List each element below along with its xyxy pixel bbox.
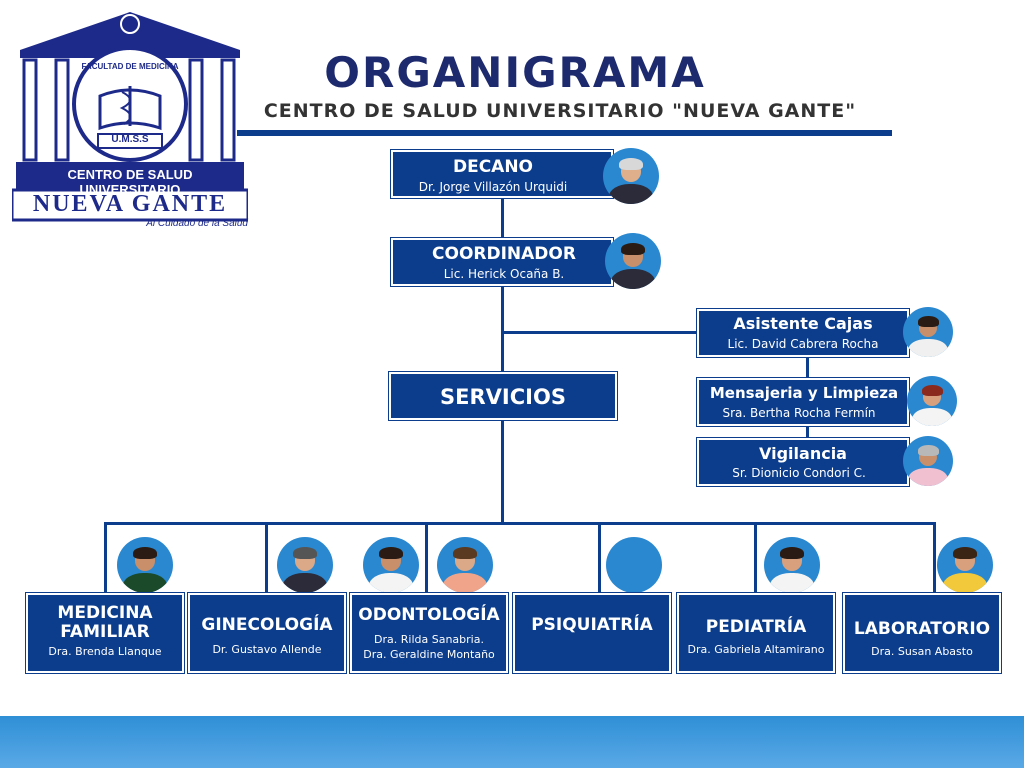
service-title: PEDIATRÍA bbox=[705, 617, 807, 637]
service-name: Dr. Gustavo Allende bbox=[212, 643, 322, 656]
page-title: ORGANIGRAMA bbox=[324, 48, 706, 97]
connector-line bbox=[501, 196, 504, 524]
header-rule bbox=[237, 130, 892, 136]
mensajeria-title: Mensajeria y Limpieza bbox=[709, 384, 899, 402]
vigilancia-name: Sr. Dionicio Condori C. bbox=[732, 466, 866, 480]
service-title: PSIQUIATRÍA bbox=[531, 615, 653, 635]
vigilancia-avatar bbox=[903, 436, 953, 486]
medicina-familiar-avatar bbox=[117, 537, 173, 593]
connector-line bbox=[502, 331, 702, 334]
decano-node: DECANO Dr. Jorge Villazón Urquidi bbox=[390, 149, 614, 199]
connector-line bbox=[104, 522, 936, 525]
service-name: Dra. Brenda Llanque bbox=[48, 645, 162, 658]
service-odontologia: ODONTOLOGÍA Dra. Rilda Sanabria. Dra. Ge… bbox=[349, 592, 509, 674]
coordinador-title: COORDINADOR bbox=[432, 244, 576, 264]
laboratorio-avatar bbox=[937, 537, 993, 593]
logo-arc-text: FACULTAD DE MEDICINA bbox=[81, 62, 179, 71]
psiquiatria-avatar bbox=[606, 537, 662, 593]
coordinador-name: Lic. Herick Ocaña B. bbox=[443, 267, 565, 281]
service-medicina-familiar: MEDICINA FAMILIAR Dra. Brenda Llanque bbox=[25, 592, 185, 674]
logo-line1: CENTRO DE SALUD UNIVERSITARIO bbox=[67, 167, 193, 197]
asistente-name: Lic. David Cabrera Rocha bbox=[727, 337, 879, 351]
vigilancia-node: Vigilancia Sr. Dionicio Condori C. bbox=[696, 437, 910, 487]
coordinador-avatar bbox=[605, 233, 661, 289]
decano-title: DECANO bbox=[452, 157, 534, 177]
service-title: ODONTOLOGÍA bbox=[358, 605, 500, 625]
connector-line bbox=[265, 522, 268, 596]
service-ginecologia: GINECOLOGÍA Dr. Gustavo Allende bbox=[187, 592, 347, 674]
connector-line bbox=[425, 522, 428, 596]
service-name: Dra. Gabriela Altamirano bbox=[687, 643, 825, 656]
ginecologia-avatar bbox=[277, 537, 333, 593]
asistente-title: Asistente Cajas bbox=[733, 314, 873, 333]
service-name: Dra. Susan Abasto bbox=[871, 645, 973, 658]
logo-line2: NUEVA GANTE bbox=[32, 191, 228, 217]
logo-umss: U.M.S.S bbox=[111, 134, 149, 145]
servicios-node: SERVICIOS bbox=[388, 371, 618, 421]
service-name: Dra. Rilda Sanabria. bbox=[374, 633, 484, 646]
coordinador-node: COORDINADOR Lic. Herick Ocaña B. bbox=[390, 237, 614, 287]
vigilancia-title: Vigilancia bbox=[759, 444, 847, 463]
pediatria-avatar bbox=[764, 537, 820, 593]
odontologia-avatar-1 bbox=[363, 537, 419, 593]
logo: FACULTAD DE MEDICINA U.M.S.S CENTRO DE S… bbox=[12, 10, 248, 235]
service-psiquiatria: PSIQUIATRÍA bbox=[512, 592, 672, 674]
odontologia-avatar-2 bbox=[437, 537, 493, 593]
connector-line bbox=[933, 522, 936, 596]
service-title: GINECOLOGÍA bbox=[201, 615, 333, 635]
decano-avatar bbox=[603, 148, 659, 204]
mensajeria-node: Mensajeria y Limpieza Sra. Bertha Rocha … bbox=[696, 377, 910, 427]
connector-line bbox=[598, 522, 601, 596]
servicios-title: SERVICIOS bbox=[440, 385, 566, 409]
connector-line bbox=[754, 522, 757, 596]
asistente-node: Asistente Cajas Lic. David Cabrera Rocha bbox=[696, 308, 910, 358]
service-laboratorio: LABORATORIO Dra. Susan Abasto bbox=[842, 592, 1002, 674]
page-subtitle: CENTRO DE SALUD UNIVERSITARIO "NUEVA GAN… bbox=[263, 100, 857, 122]
service-pediatria: PEDIATRÍA Dra. Gabriela Altamirano bbox=[676, 592, 836, 674]
footer-band bbox=[0, 716, 1024, 768]
service-title: LABORATORIO bbox=[853, 619, 991, 639]
service-name-2: Dra. Geraldine Montaño bbox=[363, 648, 495, 661]
service-title: MEDICINA bbox=[57, 603, 153, 623]
mensajeria-name: Sra. Bertha Rocha Fermín bbox=[722, 406, 876, 420]
decano-name: Dr. Jorge Villazón Urquidi bbox=[418, 180, 568, 194]
logo-tagline: Al Cuidado de la Salud bbox=[146, 218, 248, 229]
mensajeria-avatar bbox=[907, 376, 957, 426]
connector-line bbox=[104, 522, 107, 596]
service-title-line2: FAMILIAR bbox=[60, 622, 150, 642]
asistente-avatar bbox=[903, 307, 953, 357]
logo-building-icon bbox=[12, 12, 248, 222]
